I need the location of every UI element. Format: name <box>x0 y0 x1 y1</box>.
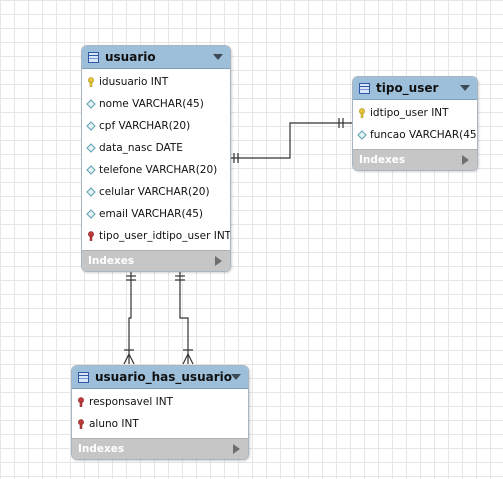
column-row[interactable]: funcao VARCHAR(45) <box>353 124 477 146</box>
column-diamond-icon <box>86 187 96 197</box>
expand-arrow-icon[interactable] <box>215 256 222 266</box>
table-header[interactable]: usuario <box>82 46 230 69</box>
chevron-down-icon[interactable] <box>231 374 241 380</box>
table-icon <box>359 82 370 94</box>
chevron-down-icon[interactable] <box>460 85 470 91</box>
column-row[interactable]: idtipo_user INT <box>353 102 477 124</box>
table-icon <box>88 51 99 63</box>
chevron-down-icon[interactable] <box>213 54 223 60</box>
relationship-usuario-aluno[interactable] <box>175 272 194 365</box>
column-row[interactable]: nome VARCHAR(45) <box>82 93 230 115</box>
foreign-key-icon <box>76 419 86 429</box>
column-label: email VARCHAR(45) <box>99 208 204 220</box>
primary-key-icon <box>357 108 367 118</box>
table-usuario-has-usuario[interactable]: usuario_has_usuario responsavel INT aluno… <box>71 365 249 460</box>
column-row[interactable]: celular VARCHAR(20) <box>82 181 230 203</box>
column-diamond-icon <box>86 165 96 175</box>
column-list: responsavel INT aluno INT <box>72 389 248 438</box>
table-header[interactable]: usuario_has_usuario <box>72 366 248 389</box>
expand-arrow-icon[interactable] <box>233 444 240 454</box>
column-row[interactable]: data_nasc DATE <box>82 137 230 159</box>
column-label: idtipo_user INT <box>370 107 449 119</box>
column-row[interactable]: cpf VARCHAR(20) <box>82 115 230 137</box>
indexes-label: Indexes <box>88 255 135 267</box>
column-label: tipo_user_idtipo_user INT <box>99 230 231 242</box>
table-name: usuario_has_usuario <box>95 370 232 384</box>
indexes-label: Indexes <box>359 154 406 166</box>
table-tipo-user[interactable]: tipo_user idtipo_user INT funcao VARCHAR(… <box>352 76 478 171</box>
foreign-key-icon <box>86 231 96 241</box>
column-row[interactable]: aluno INT <box>72 413 248 435</box>
relationship-usuario-tipo-user[interactable] <box>230 118 352 163</box>
column-label: nome VARCHAR(45) <box>99 98 204 110</box>
column-diamond-icon <box>357 130 367 140</box>
expand-arrow-icon[interactable] <box>462 155 469 165</box>
column-label: cpf VARCHAR(20) <box>99 120 191 132</box>
table-name: usuario <box>105 50 156 64</box>
column-row[interactable]: idusuario INT <box>82 71 230 93</box>
column-diamond-icon <box>86 99 96 109</box>
column-label: celular VARCHAR(20) <box>99 186 210 198</box>
foreign-key-icon <box>76 397 86 407</box>
column-label: funcao VARCHAR(45) <box>370 129 478 141</box>
primary-key-icon <box>86 77 96 87</box>
indexes-label: Indexes <box>78 443 125 455</box>
column-row[interactable]: telefone VARCHAR(20) <box>82 159 230 181</box>
column-label: aluno INT <box>89 418 139 430</box>
column-list: idtipo_user INT funcao VARCHAR(45) <box>353 100 477 149</box>
table-usuario[interactable]: usuario idusuario INT nome VARCHAR(45) cpf… <box>81 45 231 272</box>
table-header[interactable]: tipo_user <box>353 77 477 100</box>
column-row[interactable]: tipo_user_idtipo_user INT <box>82 225 230 247</box>
table-name: tipo_user <box>376 81 439 95</box>
column-row[interactable]: responsavel INT <box>72 391 248 413</box>
relationship-usuario-responsavel[interactable] <box>123 272 136 365</box>
column-label: telefone VARCHAR(20) <box>99 164 218 176</box>
column-label: responsavel INT <box>89 396 173 408</box>
column-diamond-icon <box>86 209 96 219</box>
indexes-bar[interactable]: Indexes <box>353 149 477 170</box>
column-label: idusuario INT <box>99 76 169 88</box>
column-diamond-icon <box>86 143 96 153</box>
column-list: idusuario INT nome VARCHAR(45) cpf VARCHAR… <box>82 69 230 250</box>
indexes-bar[interactable]: Indexes <box>72 438 248 459</box>
indexes-bar[interactable]: Indexes <box>82 250 230 271</box>
column-diamond-icon <box>86 121 96 131</box>
column-label: data_nasc DATE <box>99 142 183 154</box>
table-icon <box>78 371 89 383</box>
column-row[interactable]: email VARCHAR(45) <box>82 203 230 225</box>
